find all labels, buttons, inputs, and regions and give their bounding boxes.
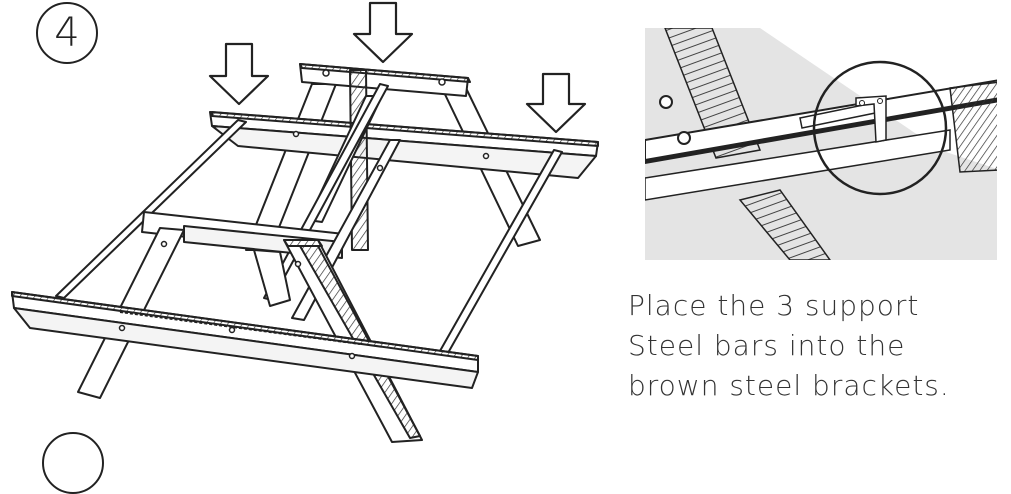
instruction-line: brown steel brackets.	[628, 369, 950, 402]
instruction-line: Steel bars into the	[628, 329, 906, 362]
down-arrow-icon	[352, 1, 414, 64]
detail-view	[645, 28, 997, 260]
assembly-illustration	[11, 1, 997, 443]
step-number: 4	[54, 10, 80, 56]
step-number-badge: 4	[36, 2, 98, 64]
assembly-step: 4	[11, 1, 997, 494]
table-frame	[11, 63, 599, 443]
down-arrow-icon	[208, 42, 270, 106]
detail-magnifier-circle	[812, 60, 948, 196]
instruction-text: Place the 3 support Steel bars into the …	[628, 286, 988, 406]
bolts	[118, 69, 490, 360]
instruction-line: Place the 3 support	[628, 289, 920, 322]
down-arrow-icon	[525, 72, 587, 134]
